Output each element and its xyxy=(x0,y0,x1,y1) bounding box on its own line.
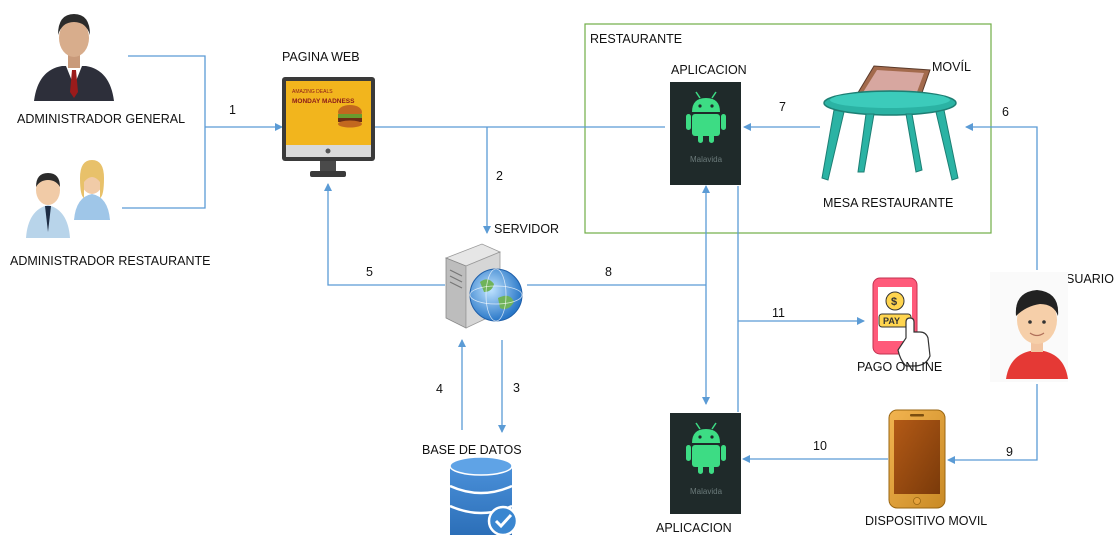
step-number: 9 xyxy=(1006,445,1013,459)
admin-general-label: ADMINISTRADOR GENERAL xyxy=(17,112,185,126)
arrow-5 xyxy=(324,183,445,286)
connector-admins xyxy=(122,55,206,209)
app-brand-bottom: Malavida xyxy=(690,487,723,496)
android-app-top-icon: Malavida xyxy=(670,82,741,185)
dollar-text: $ xyxy=(891,296,897,308)
android-app-bottom-icon: Malavida xyxy=(670,413,741,514)
admin-general-icon xyxy=(34,14,114,101)
connectors xyxy=(122,55,1038,464)
admin-restaurante-label: ADMINISTRADOR RESTAURANTE xyxy=(10,254,210,268)
database-icon xyxy=(449,456,519,535)
restaurant-group-box xyxy=(584,23,992,234)
restaurant-label: RESTAURANTE xyxy=(590,32,682,46)
step-number: 10 xyxy=(813,439,827,453)
web-promo-text: MONDAY MADNESS xyxy=(292,98,355,105)
dispositivo-movil-label: DISPOSITIVO MOVIL xyxy=(865,514,987,528)
user-icon xyxy=(990,272,1068,382)
step-number: 8 xyxy=(605,265,612,279)
usuario-label: USUARIO xyxy=(1057,272,1114,286)
step-number: 3 xyxy=(513,381,520,395)
mobile-device-icon xyxy=(888,409,946,509)
step-number: 11 xyxy=(772,306,785,320)
step-number: 6 xyxy=(1002,105,1009,119)
mesa-restaurante-label: MESA RESTAURANTE xyxy=(823,196,953,210)
servidor-label: SERVIDOR xyxy=(494,222,559,236)
online-payment-icon: $ PAY xyxy=(872,277,931,367)
restaurant-table-icon xyxy=(821,65,959,181)
pago-online-label: PAGO ONLINE xyxy=(857,360,942,374)
step-number: 7 xyxy=(779,100,786,114)
step-number: 1 xyxy=(229,103,236,117)
base-datos-label: BASE DE DATOS xyxy=(422,443,522,457)
step-number: 4 xyxy=(436,382,443,396)
step-number: 5 xyxy=(366,265,373,279)
pagina-web-label: PAGINA WEB xyxy=(282,50,360,64)
pay-text: PAY xyxy=(883,316,900,326)
step-number: 2 xyxy=(496,169,503,183)
movil-label: MOVÍL xyxy=(932,59,971,74)
aplicacion-bottom-label: APLICACION xyxy=(656,521,732,535)
server-icon xyxy=(444,243,523,329)
arrow-6 xyxy=(965,123,1038,270)
app-brand-top: Malavida xyxy=(690,155,723,164)
aplicacion-top-label: APLICACION xyxy=(671,63,747,77)
step-numbers: 1 2 3 4 5 6 7 8 9 10 11 xyxy=(229,100,1013,459)
web-promo-small: AMAZING DEALS xyxy=(292,89,333,95)
monitor-icon: AMAZING DEALS MONDAY MADNESS xyxy=(282,77,375,177)
admin-restaurante-icon xyxy=(26,160,110,238)
arrow-9 xyxy=(947,384,1038,464)
